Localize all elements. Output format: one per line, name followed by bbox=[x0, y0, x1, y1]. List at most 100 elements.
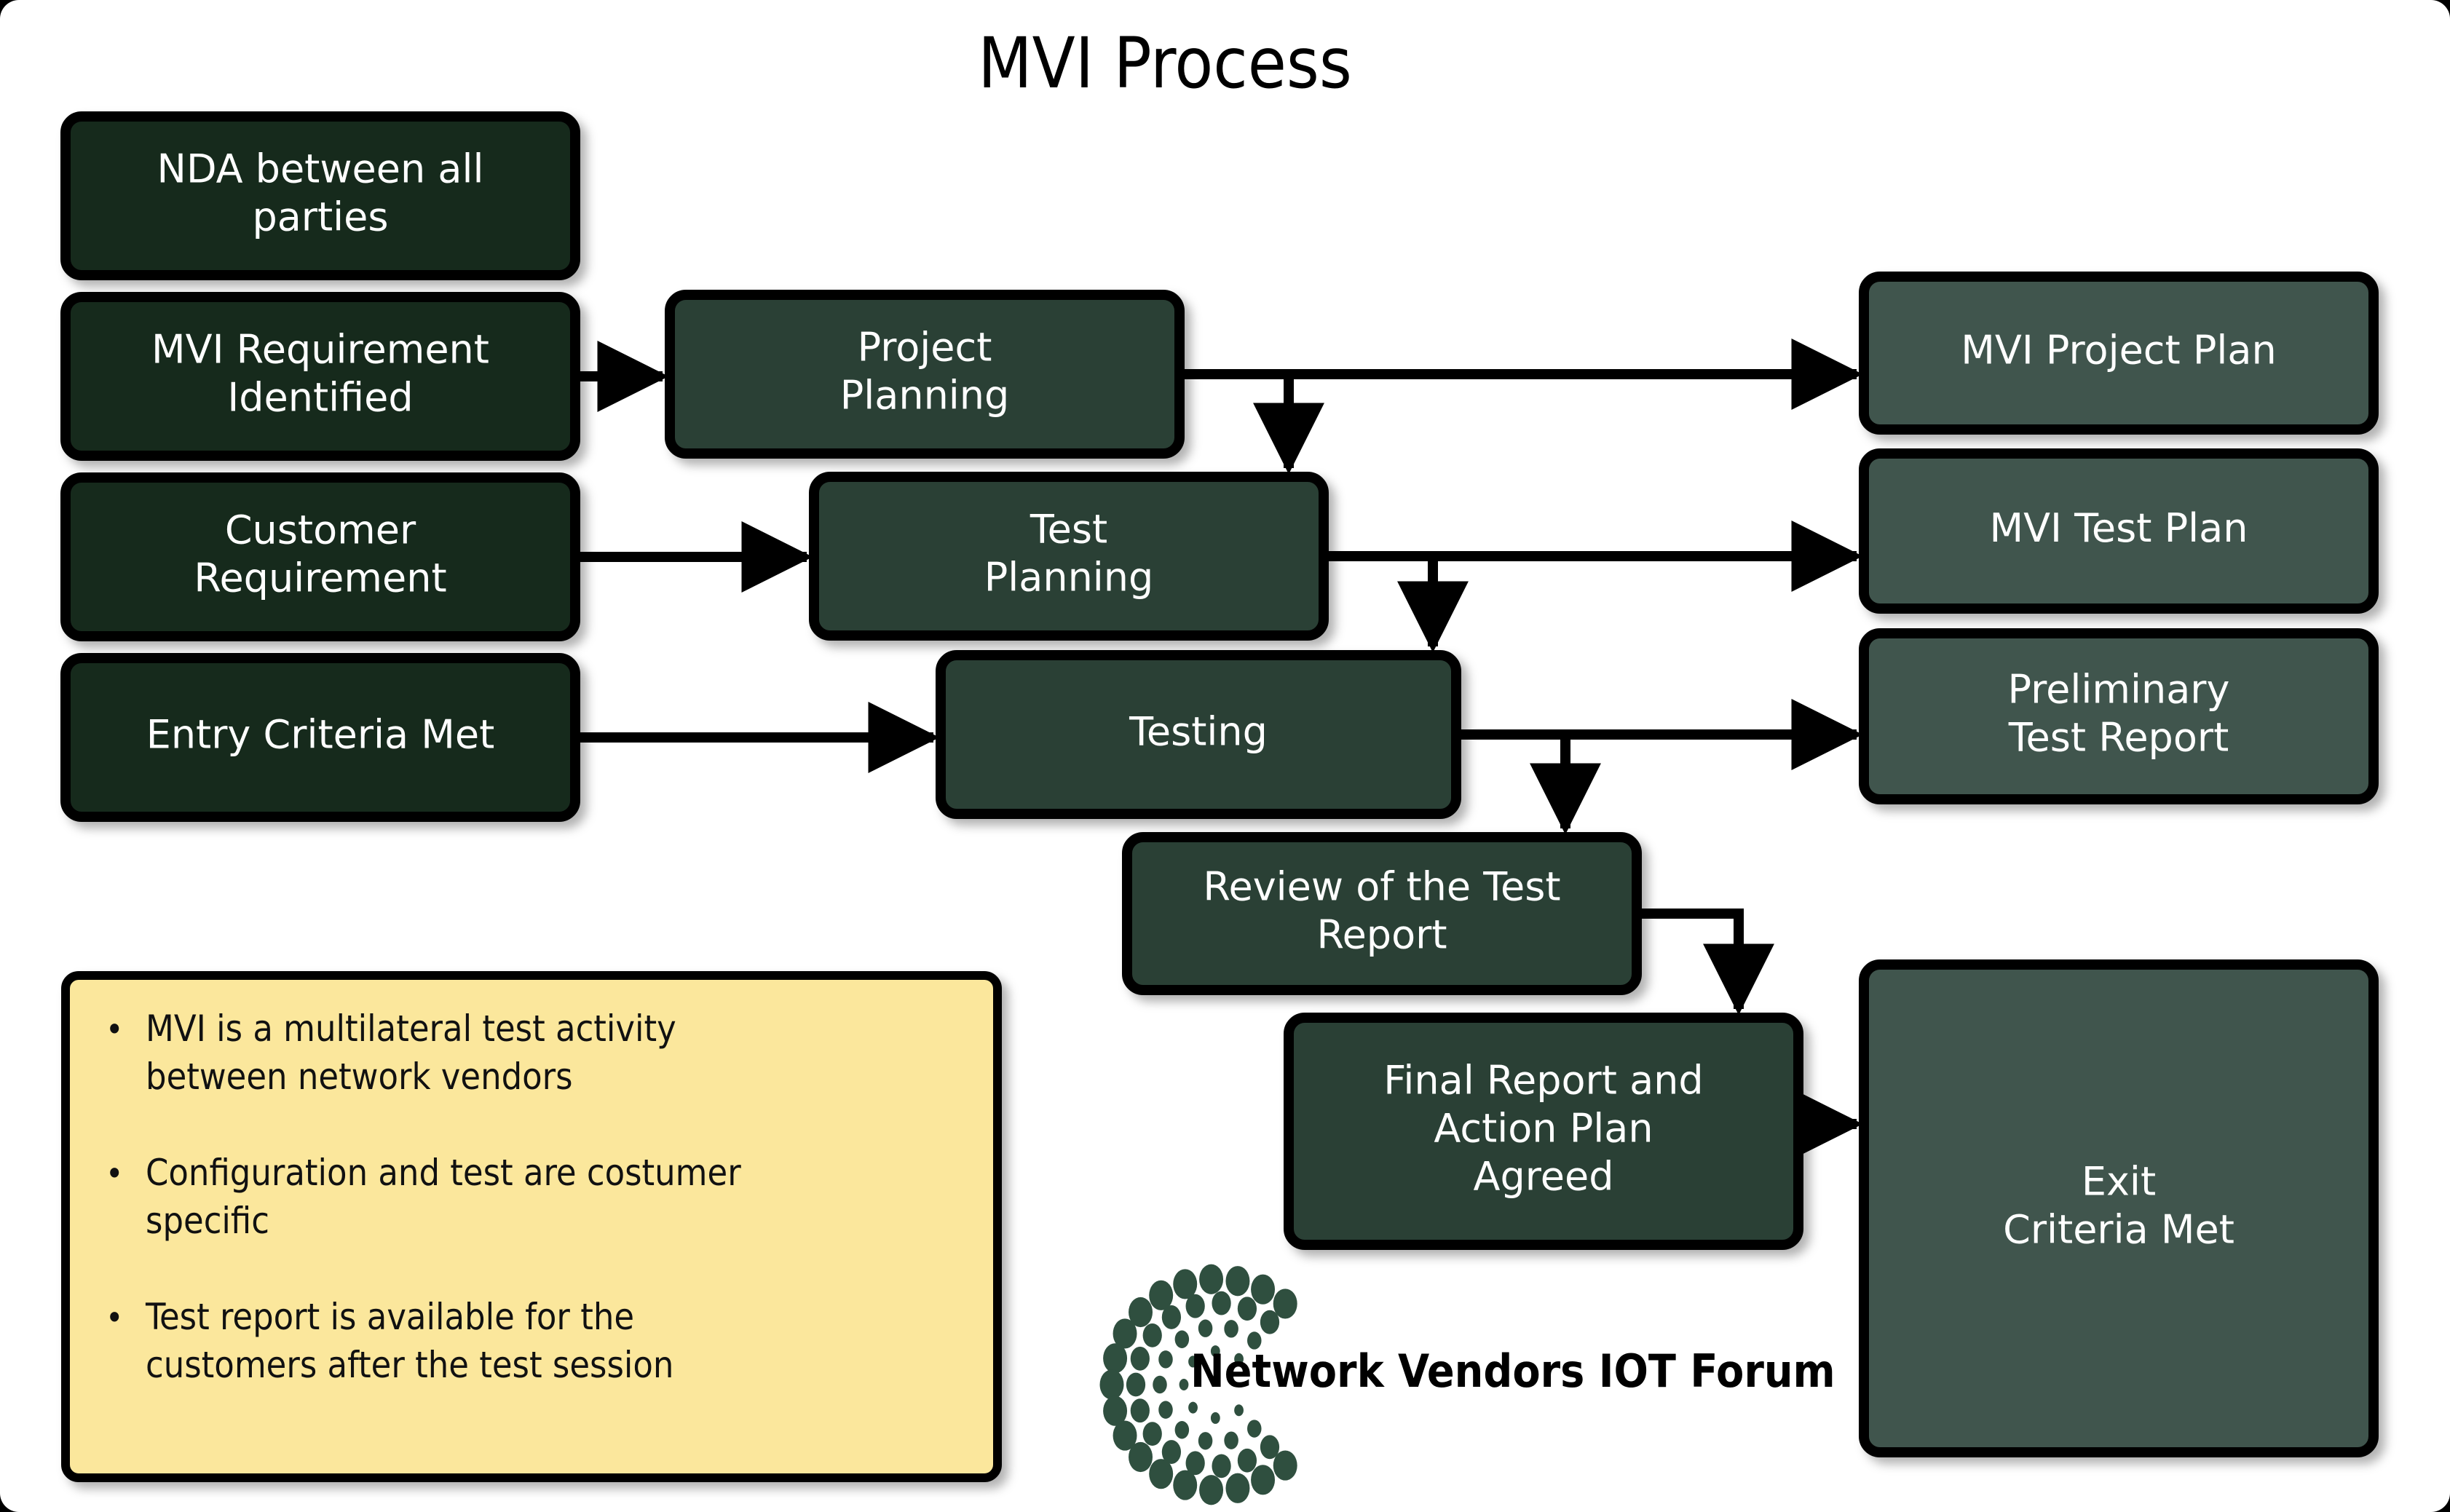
output-box-mvitestplan-label-line-0: MVI Test Plan bbox=[1989, 505, 2248, 551]
logo-dot bbox=[1225, 1266, 1250, 1297]
logo-dot bbox=[1129, 1297, 1153, 1328]
input-box-entry[interactable]: Entry Criteria Met bbox=[60, 653, 580, 822]
logo-dot bbox=[1142, 1323, 1162, 1347]
process-box-review-label-line-0: Review of the Test bbox=[1203, 864, 1560, 910]
process-box-final-label-line-1: Action Plan bbox=[1434, 1106, 1653, 1152]
logo-dot bbox=[1129, 1441, 1153, 1473]
logo-dot bbox=[1237, 1448, 1257, 1473]
logo-dot bbox=[1113, 1420, 1137, 1451]
input-box-mvireq-label-line-0: MVI Requirement bbox=[151, 327, 489, 373]
logo-dot bbox=[1179, 1379, 1189, 1390]
output-box-prelimrep-label-line-1: Test Report bbox=[2008, 715, 2229, 761]
logo-dot bbox=[1225, 1473, 1250, 1503]
process-box-projplan-label-line-0: Project bbox=[858, 325, 992, 371]
note-bullet-2: • bbox=[106, 1298, 123, 1337]
output-box-prelimrep-label-line-0: Preliminary bbox=[2008, 667, 2230, 713]
logo-dot bbox=[1273, 1289, 1297, 1319]
process-box-testplan-label-line-0: Test bbox=[1030, 507, 1107, 553]
logo-dot bbox=[1210, 1412, 1220, 1424]
logo-dot bbox=[1224, 1431, 1238, 1449]
logo-dot bbox=[1113, 1318, 1137, 1349]
process-box-final-label-line-0: Final Report and bbox=[1383, 1058, 1703, 1104]
connector-testplan-to-testing bbox=[1324, 551, 1469, 653]
logo-dot bbox=[1198, 1432, 1213, 1450]
output-box-mviprojplan-label-line-0: MVI Project Plan bbox=[1961, 328, 2276, 373]
note-bullet-0: • bbox=[106, 1010, 123, 1049]
logo-dot bbox=[1212, 1454, 1231, 1479]
logo-dot bbox=[1142, 1422, 1162, 1446]
input-box-mvireq-label-line-1: Identified bbox=[227, 375, 413, 421]
logo-dot bbox=[1251, 1274, 1276, 1305]
process-box-testing-label-line-0: Testing bbox=[1129, 709, 1268, 755]
logo-dot bbox=[1224, 1320, 1238, 1338]
logo-dot bbox=[1247, 1420, 1262, 1438]
input-box-nda-label-line-0: NDA between all bbox=[157, 146, 484, 192]
logo-dot bbox=[1130, 1346, 1150, 1371]
note-item-0-line-1: between network vendors bbox=[146, 1056, 573, 1098]
logo-dot bbox=[1273, 1450, 1297, 1481]
note-item-2-line-1: customers after the test session bbox=[146, 1344, 673, 1386]
logo-dot bbox=[1212, 1291, 1231, 1315]
input-box-nda-label-line-1: parties bbox=[252, 194, 388, 240]
logo-dot bbox=[1210, 1345, 1220, 1358]
logo-dot bbox=[1188, 1401, 1198, 1414]
logo-dot bbox=[1188, 1355, 1198, 1368]
connector-review-to-final bbox=[1637, 909, 1774, 1016]
input-box-custreq-label-line-1: Requirement bbox=[194, 555, 446, 601]
logo-dot bbox=[1149, 1280, 1174, 1310]
process-box-testplan-label-line-1: Planning bbox=[984, 555, 1154, 601]
output-box-mviprojplan[interactable]: MVI Project Plan bbox=[1859, 272, 2379, 435]
logo-dot bbox=[1251, 1465, 1276, 1495]
logo-dot bbox=[1174, 1421, 1190, 1439]
connector-testing-to-review bbox=[1456, 729, 1601, 835]
logo-dot bbox=[1130, 1398, 1150, 1423]
notes-panel bbox=[61, 971, 1002, 1482]
logo-dot bbox=[1149, 1459, 1174, 1489]
logo-dot bbox=[1103, 1343, 1128, 1374]
logo-dot bbox=[1260, 1310, 1280, 1334]
output-box-exit-label-line-1: Criteria Met bbox=[2003, 1207, 2234, 1253]
logo-dot bbox=[1158, 1350, 1173, 1369]
logo-dot bbox=[1173, 1470, 1198, 1500]
logo-dot bbox=[1234, 1353, 1244, 1365]
logo-dot bbox=[1153, 1375, 1167, 1394]
logo-dot bbox=[1099, 1369, 1124, 1400]
output-box-mvitestplan[interactable]: MVI Test Plan bbox=[1859, 448, 2379, 614]
logo-dot bbox=[1185, 1294, 1205, 1318]
logo-dot bbox=[1237, 1297, 1257, 1321]
process-box-testing[interactable]: Testing bbox=[936, 650, 1461, 819]
connectors-layer bbox=[575, 339, 1863, 1160]
logo-dot bbox=[1234, 1404, 1244, 1417]
logo-dot bbox=[1185, 1451, 1205, 1476]
process-box-final-label-line-2: Agreed bbox=[1474, 1154, 1614, 1200]
logo-dot bbox=[1173, 1269, 1198, 1299]
logo-dot bbox=[1199, 1475, 1224, 1505]
process-box-review-label-line-1: Report bbox=[1316, 912, 1447, 958]
logo-dot bbox=[1198, 1319, 1213, 1337]
process-box-projplan-label-line-1: Planning bbox=[840, 373, 1010, 419]
input-box-custreq-label-line-0: Customer bbox=[225, 507, 416, 553]
note-item-1-line-1: specific bbox=[146, 1200, 269, 1242]
logo-dot bbox=[1158, 1401, 1173, 1419]
note-item-2-line-0: Test report is available for the bbox=[145, 1296, 634, 1338]
logo-dot bbox=[1174, 1330, 1190, 1348]
page-title: MVI Process bbox=[978, 23, 1352, 104]
note-item-1-line-0: Configuration and test are costumer bbox=[146, 1152, 741, 1194]
logo-dot bbox=[1126, 1372, 1146, 1397]
logo-wordmark: Network Vendors IOT Forum bbox=[1190, 1345, 1835, 1398]
note-item-0-line-0: MVI is a multilateral test activity bbox=[146, 1008, 676, 1050]
logo-dot bbox=[1161, 1305, 1182, 1329]
logo: Network Vendors IOT Forum bbox=[1099, 1264, 1835, 1505]
input-box-entry-label-line-0: Entry Criteria Met bbox=[146, 712, 495, 758]
